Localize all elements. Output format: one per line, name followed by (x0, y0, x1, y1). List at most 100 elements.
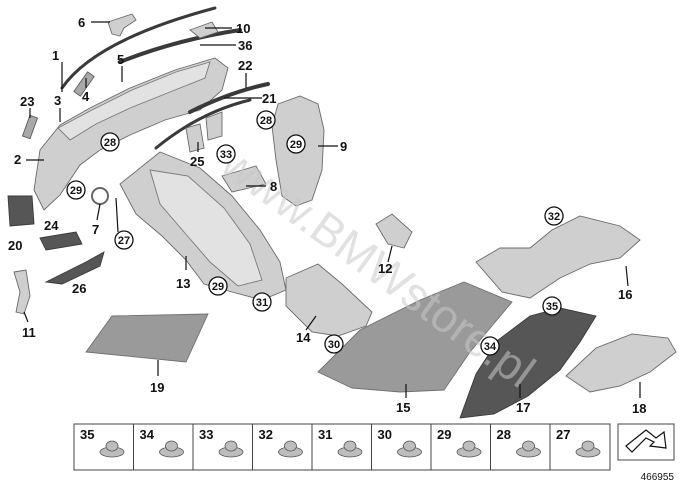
callout-31: 31 (252, 292, 272, 312)
label-14: 14 (296, 330, 311, 345)
svg-text:28: 28 (104, 137, 116, 149)
part-23 (21, 114, 39, 140)
part-4 (73, 71, 95, 97)
legend-cell-30: 30 (371, 424, 422, 470)
callout-29-bottom: 29 (208, 276, 228, 296)
part-15-floor-mat (317, 281, 513, 393)
svg-text:34: 34 (484, 341, 497, 353)
label-16: 16 (618, 287, 632, 302)
label-6: 6 (78, 15, 85, 30)
strip-part-1 (60, 6, 217, 90)
direction-arrow-icon (625, 429, 667, 453)
part-18 (565, 333, 677, 393)
svg-text:28: 28 (260, 115, 272, 127)
label-19: 19 (150, 380, 164, 395)
legend-cell-31: 31 (311, 424, 363, 470)
legend-cell-35: 35 (80, 427, 125, 458)
label-11: 11 (22, 325, 36, 340)
part-7-ring (91, 187, 109, 205)
strip-part-21 (154, 98, 252, 150)
legend-number-31: 31 (318, 427, 332, 442)
legend-number-28: 28 (497, 427, 511, 442)
svg-text:30: 30 (328, 339, 340, 351)
label-3: 3 (54, 93, 61, 108)
svg-text:31: 31 (256, 297, 268, 309)
callout-28-right: 28 (256, 110, 276, 130)
part-11 (13, 269, 31, 315)
label-5: 5 (117, 52, 124, 67)
leader-7 (96, 203, 101, 221)
svg-text:32: 32 (548, 211, 560, 223)
part-14 (285, 263, 373, 337)
label-25: 25 (190, 154, 204, 169)
part-13-ridge (149, 169, 263, 287)
label-18: 18 (632, 401, 646, 416)
label-20: 20 (8, 238, 22, 253)
label-26: 26 (72, 281, 86, 296)
leader-27 (115, 197, 119, 233)
callout-27: 27 (114, 230, 134, 250)
callout-29-right: 29 (286, 134, 306, 154)
label-10: 10 (236, 21, 250, 36)
label-24: 24 (44, 218, 59, 233)
callout-32: 32 (544, 206, 564, 226)
legend-cell-28: 28 (490, 424, 541, 470)
label-15: 15 (396, 400, 410, 415)
label-23: 23 (20, 94, 34, 109)
leader-16 (625, 265, 629, 287)
legend-number-34: 34 (140, 427, 155, 442)
part-25b (205, 111, 223, 141)
hardware-legend (73, 423, 675, 471)
svg-text:29: 29 (212, 281, 224, 293)
leader-12 (387, 245, 393, 263)
svg-text:33: 33 (220, 149, 232, 161)
label-8: 8 (270, 179, 277, 194)
part-25 (185, 123, 205, 153)
callout-30: 30 (324, 334, 344, 354)
part-10 (189, 21, 219, 39)
part-26 (44, 251, 105, 285)
legend-number-27: 27 (556, 427, 570, 442)
label-4: 4 (82, 89, 90, 104)
part-20 (7, 195, 35, 227)
label-21: 21 (262, 91, 276, 106)
label-12: 12 (378, 261, 392, 276)
legend-cell-32: 32 (252, 424, 303, 470)
legend-cell-29: 29 (430, 424, 482, 470)
part-rear-wall-insulation (33, 57, 229, 211)
svg-text:27: 27 (118, 235, 130, 247)
svg-text:29: 29 (70, 185, 82, 197)
svg-text:35: 35 (546, 301, 558, 313)
legend-number-29: 29 (437, 427, 451, 442)
leader-11 (23, 311, 29, 323)
legend-number-35: 35 (80, 427, 94, 442)
label-17: 17 (516, 400, 530, 415)
svg-text:29: 29 (290, 139, 302, 151)
label-9: 9 (340, 139, 347, 154)
callout-34: 34 (480, 336, 500, 356)
label-2: 2 (14, 152, 21, 167)
label-7: 7 (92, 222, 99, 237)
leader-14 (305, 315, 317, 331)
strip-part-36 (118, 28, 242, 64)
legend-cells: 35 34 33 32 31 30 29 28 27 (80, 424, 601, 470)
legend-cell-27: 27 (549, 424, 601, 470)
part-19-mat (85, 313, 209, 363)
label-22: 22 (238, 58, 252, 73)
strip-part-22 (188, 82, 270, 114)
document-number: 466955 (641, 472, 675, 483)
part-24 (39, 231, 83, 251)
callout-29-left: 29 (66, 180, 86, 200)
legend-cell-33: 33 (192, 424, 244, 470)
callout-28-left: 28 (100, 132, 120, 152)
legend-number-30: 30 (378, 427, 392, 442)
label-1: 1 (52, 48, 59, 63)
callout-33: 33 (216, 144, 236, 164)
part-12 (375, 213, 413, 249)
callout-35: 35 (542, 296, 562, 316)
legend-cell-34: 34 (133, 424, 184, 470)
part-rear-wall-upper (57, 61, 211, 141)
legend-number-33: 33 (199, 427, 213, 442)
part-16 (475, 215, 641, 299)
